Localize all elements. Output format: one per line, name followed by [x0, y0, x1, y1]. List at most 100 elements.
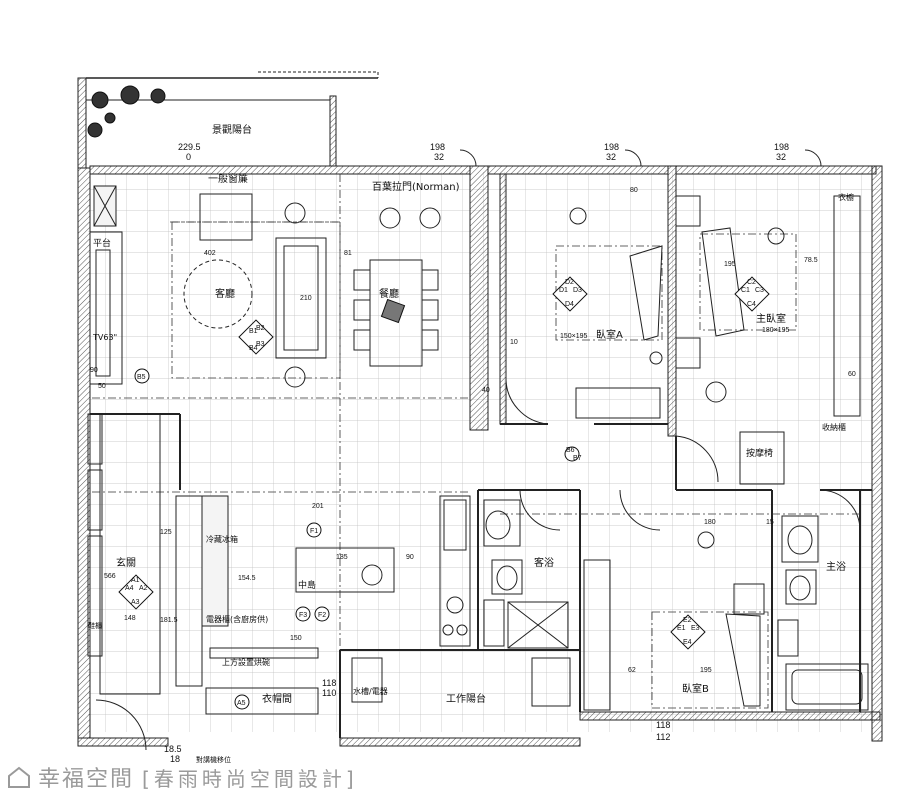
label-entrance: 玄關	[116, 556, 136, 569]
svg-text:B1: B1	[249, 328, 258, 335]
svg-text:A5: A5	[237, 700, 246, 707]
brand-name: 幸福空間	[38, 767, 135, 792]
svg-text:198: 198	[430, 142, 445, 152]
balcony-railing	[77, 71, 379, 169]
svg-text:18.5: 18.5	[164, 744, 182, 754]
svg-text:198: 198	[774, 142, 789, 152]
svg-text:E3: E3	[691, 625, 700, 632]
svg-text:C1: C1	[741, 287, 750, 294]
svg-text:180: 180	[704, 519, 716, 526]
svg-text:32: 32	[606, 152, 616, 162]
label-closet: 衣櫥	[838, 192, 854, 202]
label-guest-bath: 客浴	[534, 556, 554, 569]
label-appliance: 電器櫃(含廚房供)	[206, 614, 268, 624]
svg-text:C3: C3	[755, 287, 764, 294]
svg-text:201: 201	[312, 503, 324, 510]
label-platform: 平台	[93, 237, 111, 249]
svg-text:D3: D3	[573, 287, 582, 294]
diamond-markers	[118, 276, 770, 650]
room-labels: 景觀陽台 一般窗簾 百葉拉門(Norman) 客廳 餐廳 平台 TV63" 臥室…	[88, 123, 854, 705]
label-upper-cab: 上方設置烘碗	[222, 657, 270, 667]
label-island: 中島	[298, 579, 316, 591]
svg-text:110: 110	[322, 688, 336, 698]
svg-text:18: 18	[170, 754, 180, 764]
label-balcony: 景觀陽台	[212, 123, 252, 136]
svg-text:80: 80	[630, 187, 638, 194]
label-cloakroom: 衣帽間	[262, 692, 292, 705]
svg-text:A1: A1	[131, 577, 140, 584]
svg-text:81: 81	[344, 250, 352, 257]
house-logo-icon	[8, 766, 30, 788]
svg-text:E4: E4	[683, 639, 692, 646]
label-blinds-door: 百葉拉門(Norman)	[372, 180, 460, 193]
label-sink: 水槽/電器	[353, 686, 388, 696]
svg-text:F3: F3	[299, 612, 307, 619]
svg-text:E2: E2	[683, 617, 692, 624]
plant-icon	[87, 85, 166, 138]
label-dining: 餐廳	[379, 287, 399, 300]
circle-marker-labels: B5 F1 F3 F2 A5 B6 B7	[137, 374, 582, 707]
svg-text:B5: B5	[137, 374, 146, 381]
svg-text:185: 185	[336, 554, 348, 561]
svg-text:402: 402	[204, 250, 216, 257]
svg-text:198: 198	[604, 142, 619, 152]
svg-text:148: 148	[124, 615, 136, 622]
label-window: 一般窗簾	[208, 172, 248, 185]
label-shoe-wall: 鞋櫃	[88, 621, 102, 630]
svg-text:B4: B4	[249, 345, 258, 352]
svg-text:210: 210	[300, 295, 312, 302]
designer-name: [春雨時尚空間設計]	[142, 766, 358, 791]
svg-text:A3: A3	[131, 599, 140, 606]
svg-text:A2: A2	[139, 585, 148, 592]
svg-text:566: 566	[104, 573, 116, 580]
svg-text:195: 195	[724, 261, 736, 268]
label-shoe-cab: 收納櫃	[822, 422, 846, 432]
circle-markers	[134, 368, 580, 710]
svg-text:125: 125	[160, 529, 172, 536]
svg-text:78.5: 78.5	[804, 257, 818, 264]
exterior-walls	[77, 165, 883, 747]
svg-text:對講機移位: 對講機移位	[196, 755, 231, 764]
svg-text:D1: D1	[559, 287, 568, 294]
svg-text:D2: D2	[565, 279, 574, 286]
interior-walls	[90, 413, 872, 738]
label-bedroom-a: 臥室A	[596, 328, 623, 341]
svg-text:150×195: 150×195	[560, 333, 588, 340]
svg-text:181.5: 181.5	[160, 617, 178, 624]
svg-text:0: 0	[186, 152, 191, 162]
label-master-bedroom: 主臥室	[756, 312, 786, 325]
svg-text:C4: C4	[747, 301, 756, 308]
svg-text:D4: D4	[565, 301, 574, 308]
svg-text:62: 62	[628, 667, 636, 674]
svg-text:B6: B6	[566, 447, 575, 454]
svg-text:32: 32	[776, 152, 786, 162]
door-swings	[95, 149, 861, 751]
label-work-balcony: 工作陽台	[446, 692, 486, 705]
svg-text:112: 112	[656, 732, 670, 742]
svg-text:180×195: 180×195	[762, 327, 790, 334]
watermark: 幸福空間 [春雨時尚空間設計]	[6, 760, 358, 794]
svg-text:50: 50	[98, 383, 106, 390]
label-master-bath: 主浴	[826, 561, 846, 573]
svg-text:B3: B3	[256, 341, 265, 348]
dimension-labels: 229.5 0 198 32 198 32 198 32 402 81 210 …	[90, 142, 856, 764]
svg-text:150: 150	[290, 635, 302, 642]
svg-text:40: 40	[482, 387, 490, 394]
label-living: 客廳	[215, 287, 235, 300]
svg-text:F2: F2	[318, 612, 326, 619]
svg-text:A4: A4	[125, 585, 134, 592]
svg-text:60: 60	[848, 371, 856, 378]
svg-text:90: 90	[90, 367, 98, 374]
svg-text:15: 15	[766, 519, 774, 526]
svg-text:195: 195	[700, 667, 712, 674]
furniture	[87, 185, 869, 715]
svg-text:B7: B7	[573, 455, 582, 462]
marker-labels: B1 B2 B3 B4 C1 C2 C3 C4 D1 D2 D3 D4 A4 A…	[125, 279, 764, 646]
svg-text:10: 10	[510, 339, 518, 346]
label-tv: TV63"	[92, 333, 117, 342]
label-bedroom-b: 臥室B	[682, 682, 709, 695]
svg-text:229.5: 229.5	[178, 142, 201, 152]
svg-text:C2: C2	[747, 279, 756, 286]
svg-text:118: 118	[322, 678, 336, 688]
